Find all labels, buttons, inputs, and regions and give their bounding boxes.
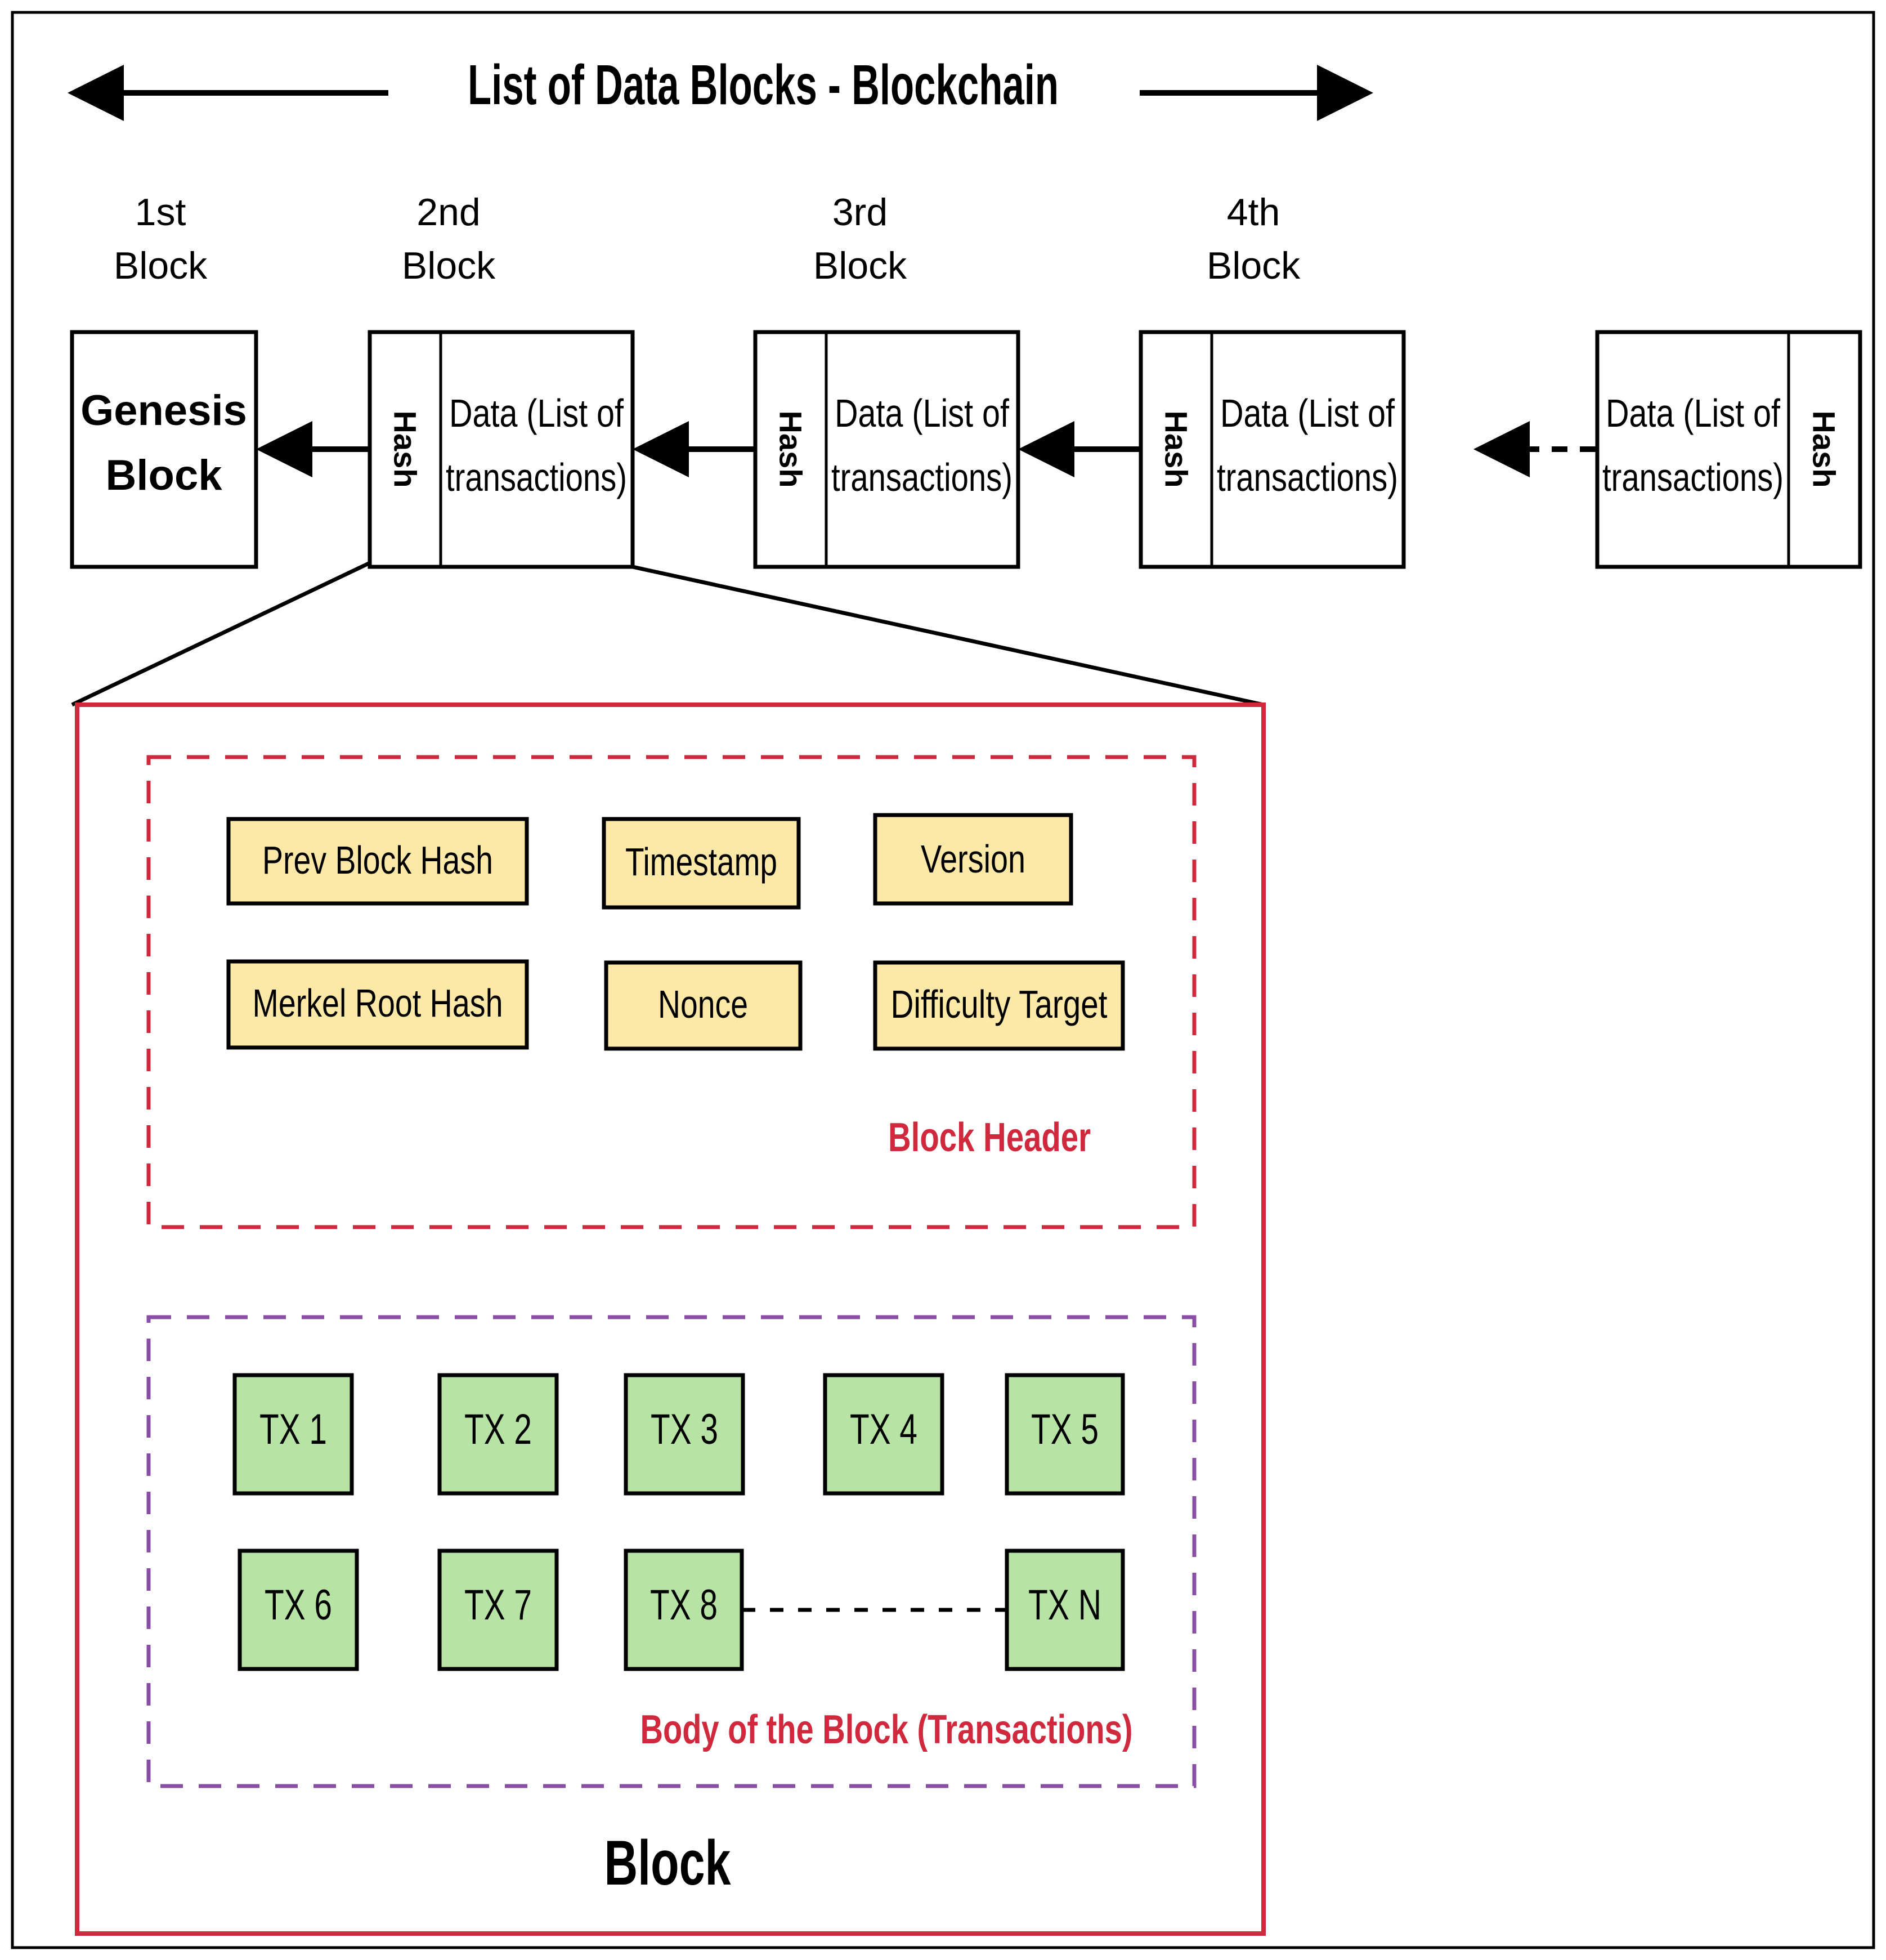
tx-box-5: TX 5 [1005,1373,1125,1496]
header-field-label: Timestamp [625,840,777,884]
tx-label: TX 5 [1031,1406,1099,1453]
block-header-label: Block Header [888,1115,1091,1160]
tx-label: TX 1 [259,1406,327,1453]
block-2-data-line-1: Data (List of [449,391,624,435]
block-label-1-word: Block [114,244,208,287]
chain-block-4: Hash Data (List of transactions) [1139,330,1406,569]
tx-box-4: TX 4 [823,1373,944,1496]
block-last-data-line-2: transactions) [1602,455,1784,499]
block-label-4-ordinal: 4th [1227,191,1280,234]
block-label-2-ordinal: 2nd [416,191,480,234]
tx-label: TX N [1028,1581,1101,1629]
block-last-data-line-1: Data (List of [1606,391,1780,435]
chain-block-2: Hash Data (List of transactions) [368,330,635,569]
header-field-label: Difficulty Target [891,982,1108,1026]
genesis-line-2: Block [106,451,223,499]
block-3-data-line-2: transactions) [831,455,1013,499]
header-field-label: Prev Block Hash [262,838,493,882]
tx-label: TX 3 [651,1406,718,1453]
block-2-hash-label: Hash [388,411,423,488]
block-4-data-line-1: Data (List of [1220,391,1395,435]
tx-box-n: TX N [1005,1549,1125,1671]
tx-label: TX 8 [650,1581,718,1629]
block-label-3-ordinal: 3rd [832,191,888,234]
header-field-label: Nonce [658,982,748,1026]
block-4-hash-label: Hash [1159,411,1194,488]
title-group: List of Data Blocks - Blockchain [68,53,1373,121]
diagram-title: List of Data Blocks - Blockchain [468,53,1059,117]
header-field-merkel-root-hash: Merkel Root Hash [226,959,529,1050]
header-field-timestamp: Timestamp [602,817,801,910]
tx-box-7: TX 7 [437,1549,559,1671]
block-label-4-word: Block [1207,244,1301,287]
genesis-line-1: Genesis [80,387,247,435]
block-4-data-line-2: transactions) [1217,455,1398,499]
header-field-label: Merkel Root Hash [253,981,503,1025]
header-field-difficulty-target: Difficulty Target [873,960,1125,1051]
header-field-prev-block-hash: Prev Block Hash [226,817,529,906]
chain-block-last: Data (List of transactions) Hash [1595,330,1862,569]
tx-label: TX 7 [464,1581,532,1629]
block-label-1-ordinal: 1st [135,191,186,234]
tx-box-1: TX 1 [232,1373,354,1496]
block-label-3-word: Block [813,244,907,287]
chain-block-3: Hash Data (List of transactions) [753,330,1020,569]
tx-box-8: TX 8 [624,1549,744,1671]
block-detail-title: Block [604,1828,732,1898]
tx-box-3: TX 3 [624,1373,745,1496]
block-3-hash-label: Hash [773,411,809,488]
tx-label: TX 4 [850,1406,917,1453]
block-last-hash-label: Hash [1807,411,1842,488]
block-labels: 1st Block 2nd Block 3rd Block 4th Block [114,191,1301,287]
block-header-section [146,755,1197,1229]
genesis-block: Genesis Block [70,330,258,569]
tx-box-6: TX 6 [238,1549,359,1671]
block-body-section [146,1315,1197,1788]
zoom-line-right [632,565,1264,707]
tx-box-2: TX 2 [437,1373,559,1496]
zoom-line-left [71,561,371,707]
header-field-label: Version [921,837,1025,881]
block-detail-frame [75,702,1266,1936]
block-label-2-word: Block [402,244,496,287]
block-3-data-line-1: Data (List of [835,391,1009,435]
block-2-data-line-2: transactions) [446,455,627,499]
block-body-label: Body of the Block (Transactions) [640,1707,1133,1752]
tx-label: TX 6 [265,1581,332,1629]
header-field-nonce: Nonce [604,960,803,1051]
header-field-version: Version [873,813,1073,906]
outer-frame [11,11,1875,1949]
tx-label: TX 2 [464,1406,532,1453]
